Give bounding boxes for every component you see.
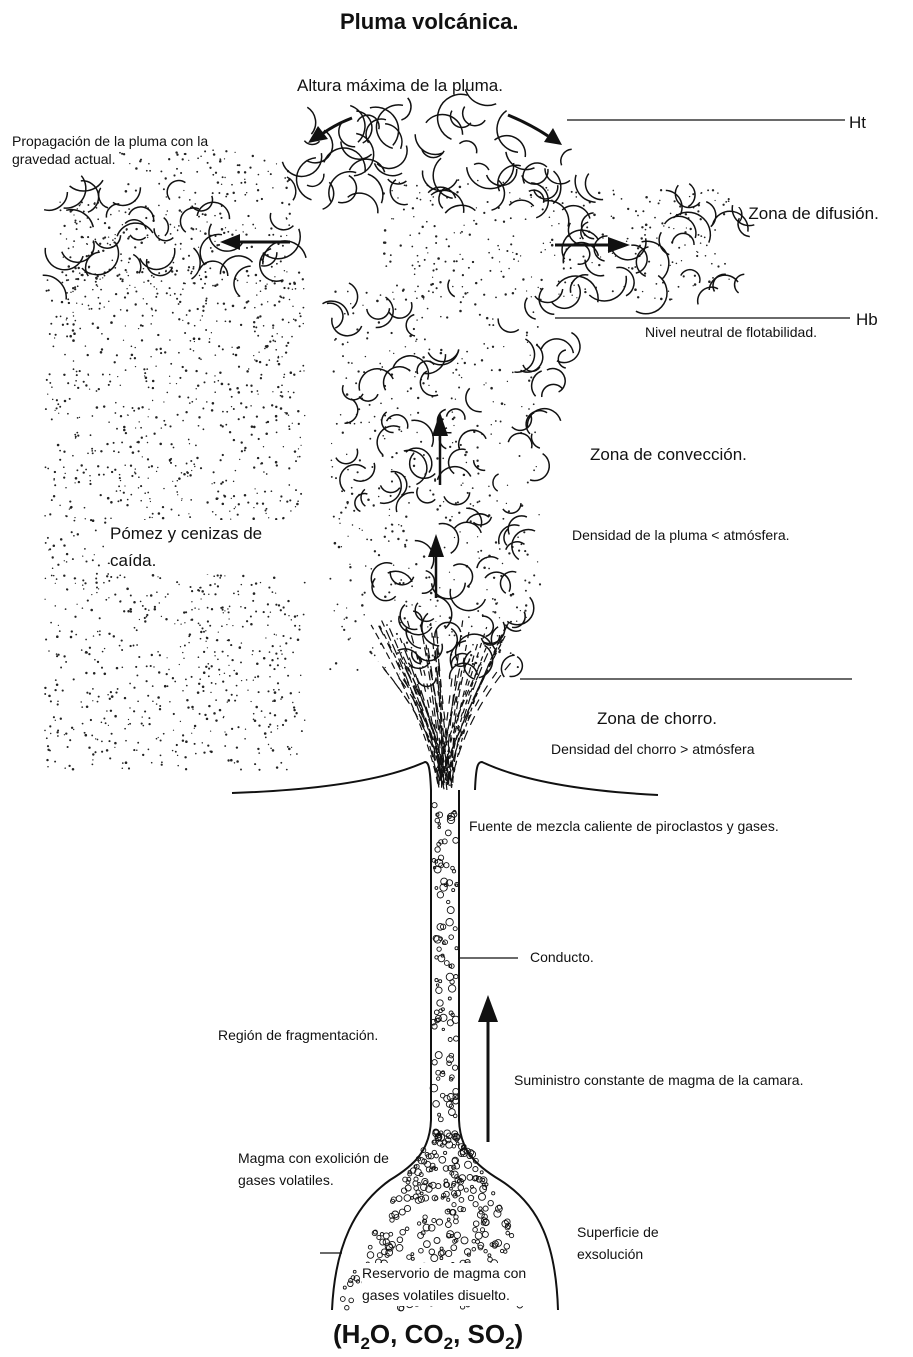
magma-supply-label: Suministro constante de magma de la cama… — [514, 1072, 803, 1090]
exsolving-magma-label: Magma con exolición de gases volatiles. — [238, 1148, 408, 1191]
diagram-title: Pluma volcánica. — [340, 8, 519, 36]
left-spread-arrow — [220, 234, 290, 250]
fallout-label: Pómez y cenizas de caída. — [110, 520, 310, 574]
exsolution-surface-label: Superficie de exsolución — [577, 1222, 697, 1265]
ht-label: Ht — [849, 112, 866, 133]
hb-label: Hb — [856, 309, 878, 330]
fragmentation-label: Región de fragmentación. — [218, 1027, 378, 1045]
plume-spread-label: Propagación de la pluma con la gravedad … — [12, 133, 217, 168]
plume-density-label: Densidad de la pluma < atmósfera. — [572, 527, 790, 545]
volatile-gases-formula: (H2O, CO2, SO2) — [333, 1318, 523, 1354]
fountain-label: Fuente de mezcla caliente de piroclastos… — [469, 818, 779, 836]
conduit-label: Conducto. — [530, 949, 594, 967]
jet-density-label: Densidad del chorro > atmósfera — [551, 741, 755, 759]
neutral-buoyancy-label: Nivel neutral de flotabilidad. — [645, 324, 817, 342]
jet-zone-label: Zona de chorro. — [597, 708, 717, 729]
top-right-arrow — [508, 115, 562, 145]
ground-surface-right — [475, 762, 658, 795]
conduit-left-wall — [332, 790, 431, 1310]
convection-zone-label: Zona de convección. — [590, 444, 747, 465]
lower-rise-arrow — [428, 534, 444, 598]
reservoir-label: Reservorio de magma con gases volatiles … — [362, 1263, 542, 1306]
diffusion-zone-label: ) Zona de difusión. — [738, 203, 879, 224]
magma-bubbles — [340, 803, 538, 1311]
plume-curls — [43, 89, 755, 686]
max-height-label: Altura máxima de la pluma. — [297, 75, 503, 96]
ground-surface-left — [232, 762, 431, 793]
magma-supply-arrow — [478, 995, 498, 1142]
